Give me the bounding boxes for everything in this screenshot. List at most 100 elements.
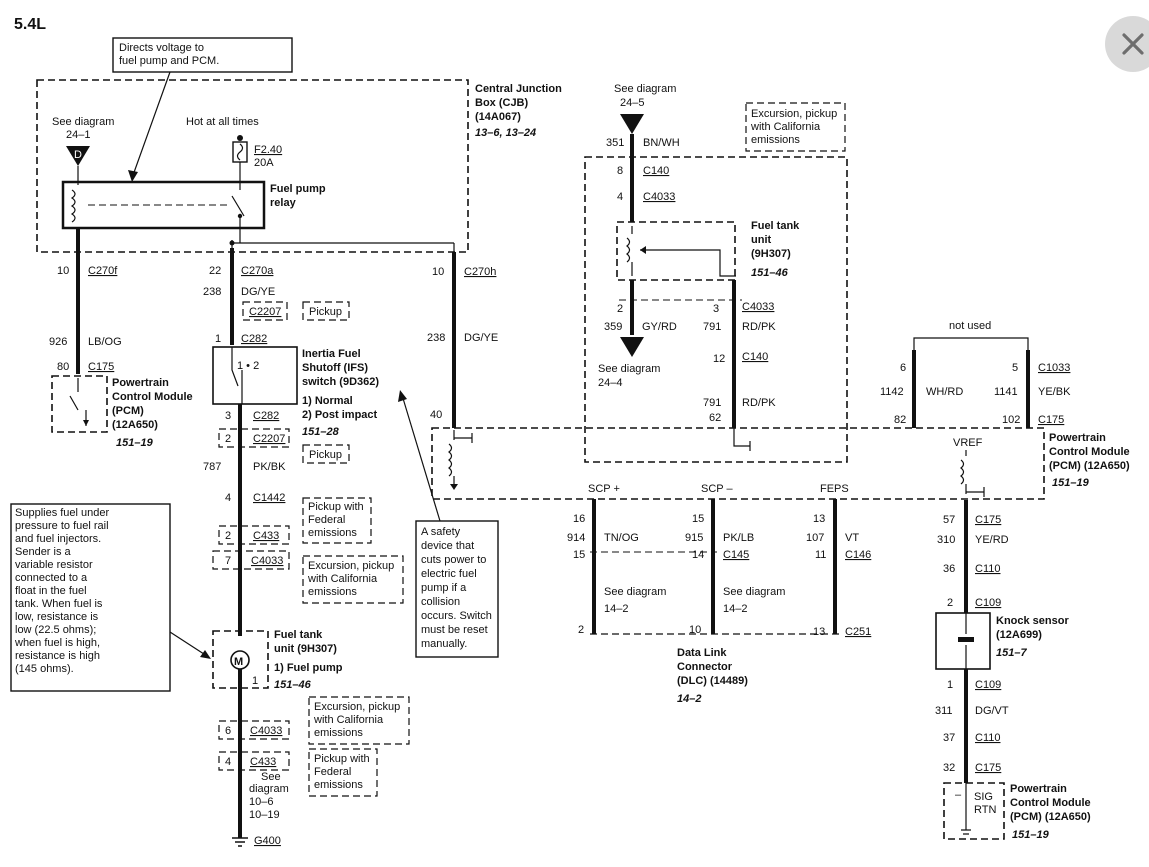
pcm-left-label: Powertrain xyxy=(112,377,169,389)
wire-color: DG/YE xyxy=(464,332,498,344)
pin-label: 16 xyxy=(573,513,585,525)
cjb-outline xyxy=(36,79,469,253)
not-used-label: not used xyxy=(949,320,991,332)
see-diagram-label: See diagram xyxy=(614,83,676,95)
sender-resistor-icon xyxy=(626,226,633,276)
wire-color: GY/RD xyxy=(642,321,677,333)
connector-label: C4033 xyxy=(251,555,283,567)
relay-note-line: fuel pump and PCM. xyxy=(119,55,219,67)
dlc-signal: FEPS xyxy=(820,483,849,495)
note-line: collision xyxy=(421,596,460,608)
pin-label: 3 xyxy=(225,410,231,422)
tank-unit-box xyxy=(616,221,736,281)
pin-label: 14 xyxy=(692,549,704,561)
close-button[interactable] xyxy=(1105,16,1149,72)
excursion-line: with California xyxy=(307,573,378,585)
relay-label: relay xyxy=(270,197,297,209)
excursion-box xyxy=(308,696,410,745)
minus-sign: – xyxy=(955,789,962,801)
knock-label: (12A699) xyxy=(996,629,1042,641)
pcm-left-label: Control Module xyxy=(112,391,193,403)
circuit-number: 791 xyxy=(703,397,721,409)
connector-triangle-icon xyxy=(620,114,644,134)
circuit-number: 1141 xyxy=(994,386,1018,398)
see-diagram-line: 10–6 xyxy=(249,796,273,808)
connector-label: C4033 xyxy=(643,191,675,203)
connector-label: C1033 xyxy=(1038,362,1070,374)
pin-label: 62 xyxy=(709,412,721,424)
motor-letter: M xyxy=(234,656,243,668)
excursion-line: emissions xyxy=(751,134,800,146)
note-line: when fuel is high, xyxy=(14,637,100,649)
pcm-right-label: Control Module xyxy=(1049,446,1130,458)
wire-color: DG/VT xyxy=(975,705,1009,717)
pin-label: 32 xyxy=(943,762,955,774)
pickup-label: Pickup xyxy=(309,449,342,461)
pin-label: 12 xyxy=(713,353,725,365)
connector-label: C109 xyxy=(975,597,1001,609)
not-used-bracket xyxy=(913,337,1029,350)
ifs-label: Shutoff (IFS) xyxy=(302,362,368,374)
pin-label: 5 xyxy=(1012,362,1018,374)
pickup-federal-line: Pickup with xyxy=(314,753,370,765)
pin-label: 15 xyxy=(692,513,704,525)
pickup-federal-box xyxy=(302,497,372,544)
see-diagram-ref: 24–4 xyxy=(598,377,622,389)
ifs-label: switch (9D362) xyxy=(302,376,379,388)
pin-label: 40 xyxy=(430,409,442,421)
pickup-box xyxy=(302,301,350,321)
pcm-bottom-ref: 151–19 xyxy=(1012,829,1050,841)
wire-color: YE/BK xyxy=(1038,386,1071,398)
wire-color: LB/OG xyxy=(88,336,122,348)
pcm-terminal xyxy=(454,433,473,443)
circuit-number: 1142 xyxy=(880,386,904,398)
pickup-federal-line: Federal xyxy=(308,514,345,526)
pcm-right-label: (PCM) (12A650) xyxy=(1049,460,1130,472)
dlc-label: (DLC) (14489) xyxy=(677,675,748,687)
wire-color: WH/RD xyxy=(926,386,963,398)
ground-label: G400 xyxy=(254,835,281,847)
wire-color: BN/WH xyxy=(643,137,680,149)
pin-label: 15 xyxy=(573,549,585,561)
see-diagram-line: See xyxy=(261,771,281,783)
fuel-note: Supplies fuel under pressure to fuel rai… xyxy=(14,507,110,675)
pin-label: 7 xyxy=(225,555,231,567)
diagram-title: 5.4L xyxy=(14,16,46,33)
close-icon xyxy=(1122,33,1144,55)
dlc-label: Connector xyxy=(677,661,733,673)
connector-triangle-icon xyxy=(66,146,90,166)
pin-label: 1 xyxy=(215,333,221,345)
pickup-federal-line: Federal xyxy=(314,766,351,778)
connector-label: C175 xyxy=(975,762,1001,774)
connector-label: C433 xyxy=(253,530,279,542)
pickup-label: Pickup xyxy=(309,306,342,318)
c4033-box xyxy=(212,550,290,570)
ifs-switch-box xyxy=(212,346,298,405)
ifs-switch-icon xyxy=(231,347,243,404)
connector-label: C270f xyxy=(88,265,118,277)
pin-label: 1 xyxy=(947,679,953,691)
knock-ref: 151–7 xyxy=(996,647,1027,659)
pickup-federal-line: emissions xyxy=(314,779,363,791)
pcm-left-label: (12A650) xyxy=(112,419,158,431)
c2207-box xyxy=(242,301,288,321)
connector-label: C282 xyxy=(253,410,279,422)
connector-label: C110 xyxy=(975,563,1000,575)
circuit-number: 926 xyxy=(49,336,67,348)
dlc-signal: SCP + xyxy=(588,483,620,495)
pin-label: 1 xyxy=(252,675,258,687)
note-line: must be reset xyxy=(421,624,488,636)
pcm-left-label: (PCM) xyxy=(112,405,144,417)
note-line: cuts power to xyxy=(421,554,486,566)
see-diagram-line: diagram xyxy=(249,783,289,795)
vref-resistor-icon xyxy=(960,450,967,494)
note-line: variable resistor xyxy=(15,559,93,571)
arrow-head xyxy=(83,420,89,426)
c4033b-box xyxy=(218,720,290,740)
pin-label: 10 xyxy=(689,624,701,636)
connector-label: C4033 xyxy=(742,301,774,313)
pin-label: 2 xyxy=(947,597,953,609)
note-line: device that xyxy=(421,540,474,552)
connector-label: C270a xyxy=(241,265,274,277)
pin-label: 80 xyxy=(57,361,69,373)
